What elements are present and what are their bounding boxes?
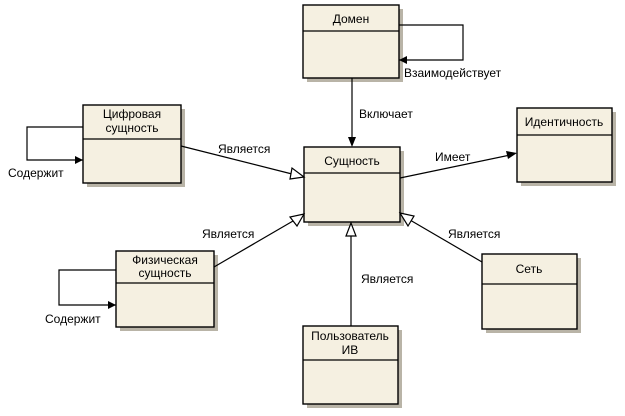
class-domain-title: Домен — [333, 12, 370, 26]
label-has: Имеет — [435, 150, 471, 164]
arrowhead-includes — [348, 137, 356, 147]
label-domain-interacts: Взаимодействует — [404, 66, 502, 80]
class-user-title-line1: Пользователь — [311, 329, 389, 343]
label-digital-contains: Содержит — [8, 166, 64, 180]
class-physical-entity-title-line2: сущность — [139, 266, 192, 280]
class-network-title: Сеть — [516, 262, 543, 276]
label-includes: Включает — [359, 107, 413, 121]
class-identity-title: Идентичность — [525, 115, 603, 129]
class-identity[interactable]: Идентичность — [516, 107, 616, 186]
edge-domain-includes-entity — [348, 78, 356, 147]
label-digital-is: Является — [218, 142, 270, 156]
class-user-title-line2: ИВ — [342, 343, 359, 357]
class-physical-entity-title-line1: Физическая — [132, 253, 198, 267]
class-user[interactable]: Пользователь ИВ — [302, 325, 402, 408]
class-digital-entity-title-line1: Цифровая — [103, 107, 161, 121]
edge-network-is-entity — [398, 212, 483, 263]
arrowhead-user-is — [345, 221, 357, 237]
label-network-is: Является — [448, 227, 500, 241]
class-entity-title: Сущность — [324, 154, 380, 168]
edge-physical-is-entity — [213, 213, 306, 268]
edge-user-is-entity — [345, 221, 357, 326]
label-physical-contains: Содержит — [45, 312, 101, 326]
arrowhead-domain-interacts — [399, 56, 407, 64]
class-entity[interactable]: Сущность — [303, 146, 404, 226]
class-domain[interactable]: Домен — [302, 4, 403, 82]
arrowhead-physical-contains — [108, 301, 116, 309]
edge-domain-interacts — [399, 24, 464, 64]
edge-physical-contains — [58, 269, 116, 309]
arrowhead-digital-is — [289, 166, 306, 180]
label-user-is: Является — [361, 272, 413, 286]
edge-digital-is-entity — [180, 145, 306, 180]
arrowhead-has — [506, 151, 517, 159]
arrowhead-digital-contains — [75, 156, 83, 164]
class-physical-entity[interactable]: Физическая сущность — [115, 250, 218, 331]
class-digital-entity[interactable]: Цифровая сущность — [82, 104, 185, 187]
class-digital-entity-title-line2: сущность — [106, 121, 159, 135]
arrowhead-network-is — [398, 212, 415, 228]
arrowhead-physical-is — [288, 213, 306, 228]
edge-digital-contains — [26, 126, 83, 164]
label-physical-is: Является — [202, 227, 254, 241]
edge-entity-has-identity — [399, 151, 517, 179]
class-network[interactable]: Сеть — [481, 253, 581, 333]
